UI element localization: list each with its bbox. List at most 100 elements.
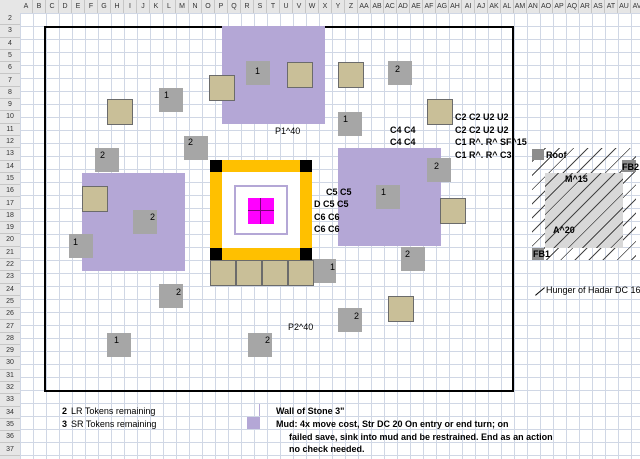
row-header[interactable]: 16 [0,185,20,198]
row-header[interactable]: 31 [0,370,20,382]
column-header[interactable]: AA [358,0,371,13]
row-header[interactable]: 27 [0,321,20,333]
mud-token[interactable] [246,61,270,85]
row-header[interactable]: 12 [0,136,20,149]
column-header[interactable]: M [176,0,189,13]
column-header[interactable]: AI [462,0,475,13]
row-header[interactable]: 11 [0,124,20,136]
column-header[interactable]: E [72,0,85,13]
row-header[interactable]: 37 [0,444,20,456]
mud-token[interactable] [376,185,400,209]
boulder[interactable] [427,99,453,125]
mud-token[interactable] [427,158,451,182]
column-header[interactable]: O [202,0,215,13]
row-header[interactable]: 20 [0,234,20,247]
column-header[interactable]: AQ [566,0,579,13]
column-header[interactable]: G [98,0,111,13]
mud-token[interactable] [133,210,157,234]
column-header[interactable]: AJ [475,0,488,13]
column-header[interactable]: AP [553,0,566,13]
row-header[interactable]: 5 [0,50,20,63]
column-header[interactable]: I [124,0,137,13]
boulder[interactable] [288,260,314,286]
row-header[interactable]: 3 [0,25,20,38]
column-header[interactable]: Y [332,0,345,13]
boulder[interactable] [388,296,414,322]
column-header[interactable]: AR [579,0,592,13]
row-header[interactable]: 30 [0,357,20,370]
column-header[interactable]: AN [527,0,540,13]
row-header[interactable]: 32 [0,382,20,395]
row-header[interactable]: 33 [0,394,20,407]
column-header[interactable]: C [46,0,59,13]
column-header[interactable]: W [306,0,319,13]
column-header[interactable]: L [163,0,176,13]
column-header[interactable]: F [85,0,98,13]
column-header[interactable]: AM [514,0,527,13]
row-header[interactable]: 35 [0,419,20,432]
boulder[interactable] [262,260,288,286]
column-header[interactable]: K [150,0,163,13]
boulder[interactable] [338,62,364,88]
column-header[interactable]: H [111,0,124,13]
column-header[interactable]: AF [423,0,436,13]
column-header[interactable]: D [59,0,72,13]
row-header[interactable]: 10 [0,111,20,124]
column-header[interactable]: AG [436,0,449,13]
token[interactable] [248,333,272,357]
row-header[interactable]: 13 [0,148,20,161]
column-header[interactable]: AV [631,0,640,13]
row-header[interactable]: 9 [0,99,20,112]
column-header[interactable]: AC [384,0,397,13]
row-header[interactable]: 18 [0,210,20,223]
column-header[interactable]: T [267,0,280,13]
row-header[interactable]: 4 [0,38,20,50]
column-header[interactable]: J [137,0,150,13]
column-header[interactable]: AB [371,0,384,13]
boulder[interactable] [440,198,466,224]
column-header[interactable]: A [20,0,33,13]
boulder[interactable] [236,260,262,286]
row-header[interactable]: 25 [0,296,20,309]
row-header[interactable]: 24 [0,284,20,296]
column-header[interactable]: N [189,0,202,13]
row-header[interactable]: 34 [0,407,20,419]
row-header[interactable]: 28 [0,333,20,346]
boulder[interactable] [82,186,108,212]
row-header[interactable]: 21 [0,247,20,259]
column-header[interactable]: AD [397,0,410,13]
column-header[interactable]: R [241,0,254,13]
token[interactable] [107,333,131,357]
row-header[interactable]: 17 [0,198,20,210]
column-header[interactable]: AS [592,0,605,13]
token[interactable] [338,308,362,332]
boulder[interactable] [209,75,235,101]
token[interactable] [159,284,183,308]
row-header[interactable]: 7 [0,75,20,87]
boulder[interactable] [107,99,133,125]
column-header[interactable]: P [215,0,228,13]
boulder[interactable] [210,260,236,286]
token[interactable] [312,259,336,283]
row-header[interactable]: 8 [0,87,20,100]
column-header[interactable]: Z [345,0,358,13]
column-header[interactable]: AH [449,0,462,13]
column-header[interactable]: AK [488,0,501,13]
row-header[interactable]: 15 [0,173,20,186]
token[interactable] [388,61,412,85]
column-header[interactable]: U [280,0,293,13]
column-header[interactable]: Q [228,0,241,13]
column-header[interactable]: V [293,0,306,13]
row-header[interactable]: 14 [0,161,20,173]
row-header[interactable]: 6 [0,62,20,75]
row-header[interactable]: 36 [0,431,20,444]
row-header[interactable]: 29 [0,345,20,358]
column-header[interactable]: AL [501,0,514,13]
token[interactable] [159,88,183,112]
magenta-pool[interactable] [248,198,274,224]
row-header[interactable]: 26 [0,308,20,321]
column-header[interactable]: S [254,0,267,13]
row-header[interactable]: 19 [0,222,20,235]
